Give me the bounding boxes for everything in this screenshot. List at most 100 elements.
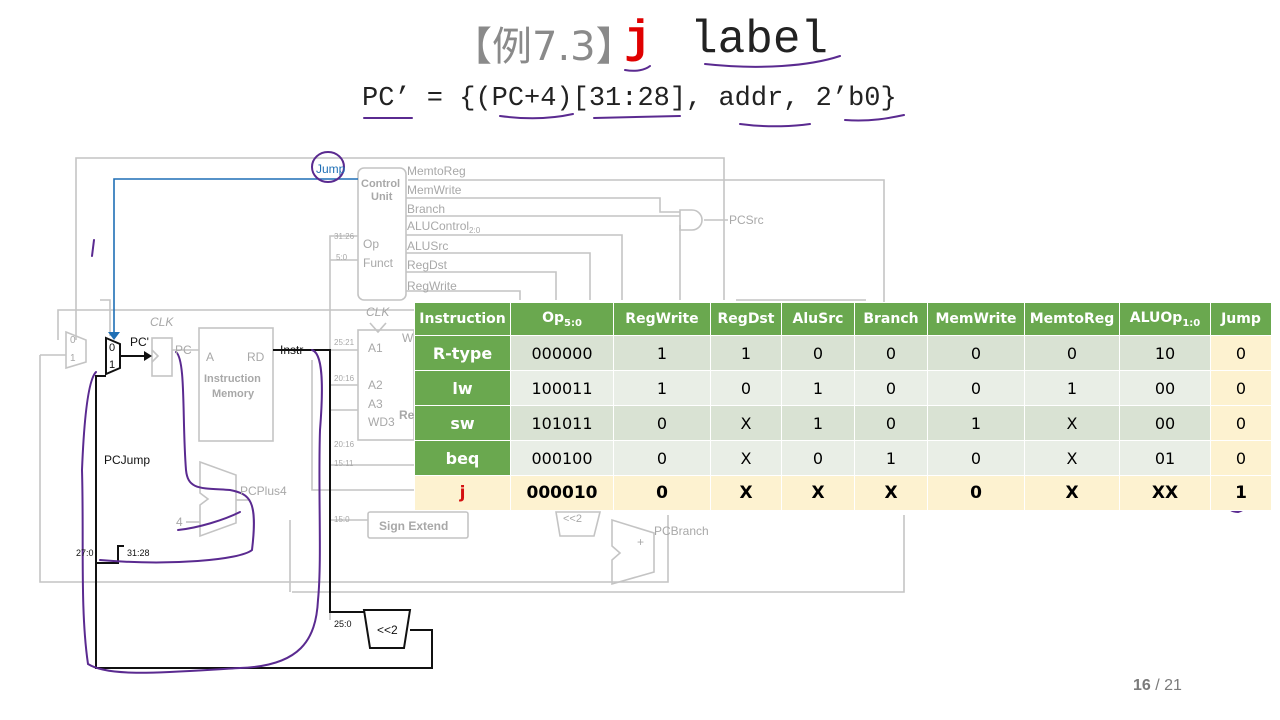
cell: X: [781, 475, 855, 511]
branch-signal-label: Branch: [407, 202, 445, 216]
cell: 0: [781, 440, 855, 476]
col-jump: Jump: [1210, 302, 1272, 336]
cell: j: [414, 475, 511, 511]
cell: 0: [613, 440, 711, 476]
table-header-row: Instruction Op5:0 RegWrite RegDst AluSrc…: [414, 302, 1272, 336]
cell: 01: [1119, 440, 1211, 476]
cell: 0: [927, 475, 1025, 511]
cell: 0: [1210, 335, 1272, 371]
op-port-label: Op: [363, 237, 379, 251]
a1-port-label: A1: [368, 341, 383, 355]
page-number: 16 / 21: [1133, 677, 1182, 694]
branch-adder-plus: +: [637, 535, 644, 549]
col-instruction: Instruction: [414, 302, 511, 336]
cell: X: [1024, 440, 1120, 476]
pc-prime-label: PC': [130, 335, 149, 349]
cell: beq: [414, 440, 511, 476]
cell: 1: [613, 370, 711, 406]
control-unit-label-2: Unit: [371, 191, 393, 203]
pcplus4-label: PCPlus4: [240, 484, 287, 498]
jump-mux-input-1: 1: [109, 359, 115, 371]
cell: 0: [1210, 405, 1272, 441]
cell: XX: [1119, 475, 1211, 511]
cell: 0: [1210, 370, 1272, 406]
cell: 1: [710, 335, 782, 371]
cell: 1: [781, 405, 855, 441]
slide-title: 【例7.3】 j label: [0, 10, 1280, 70]
cell: 1: [927, 405, 1025, 441]
cell: 100011: [510, 370, 614, 406]
bits-31-28-label: 31:28: [127, 548, 150, 558]
alusrc-signal-label: ALUSrc: [407, 239, 448, 253]
bits-15-11-label: 15:11: [334, 459, 354, 468]
jump-signal-label: Jump: [316, 162, 346, 176]
instr-label: Instr: [280, 343, 303, 357]
cell: 0: [927, 440, 1025, 476]
table-row: beq 000100 0 X 0 1 0 X 01 0: [414, 440, 1272, 476]
cell: 1: [781, 370, 855, 406]
cell: 1: [854, 440, 928, 476]
control-unit-label: Control: [361, 178, 400, 190]
a3-port-label: A3: [368, 397, 383, 411]
cell: 1: [1024, 370, 1120, 406]
cell: 0: [927, 370, 1025, 406]
bits-20-16-label: 20:16: [334, 374, 355, 383]
cell: 1: [613, 335, 711, 371]
constant-four-label: 4: [176, 515, 183, 529]
mux-input-1: 1: [70, 353, 76, 364]
cell: X: [710, 440, 782, 476]
cell: 0: [781, 335, 855, 371]
we3-port-label: W: [402, 331, 414, 345]
bits-15-0-label: 15:0: [334, 515, 350, 524]
cell: 1: [1210, 475, 1272, 511]
sign-extend-label: Sign Extend: [379, 519, 448, 533]
bits-31-26-label: 31:26: [334, 232, 355, 241]
col-op: Op5:0: [510, 302, 614, 336]
funct-port-label: Funct: [363, 256, 394, 270]
imem-rd-port: RD: [247, 350, 265, 364]
cell: 0: [854, 335, 928, 371]
cell: 0: [927, 335, 1025, 371]
memtoreg-signal-label: MemtoReg: [407, 164, 466, 178]
table-row-jump: j 000010 0 X X X 0 X XX 1: [414, 475, 1272, 511]
cell: 00: [1119, 370, 1211, 406]
cell: X: [710, 475, 782, 511]
table-row: R-type 000000 1 1 0 0 0 0 10 0: [414, 335, 1272, 371]
cell: 0: [1210, 440, 1272, 476]
pc-formula: PC’ = {(PC+4)[31:28], addr, 2’b0}: [362, 84, 897, 114]
cell: 0: [613, 405, 711, 441]
regfile-label: Re: [399, 408, 415, 422]
cell: sw: [414, 405, 511, 441]
cell: lw: [414, 370, 511, 406]
cell: 000000: [510, 335, 614, 371]
table-row: lw 100011 1 0 1 0 0 1 00 0: [414, 370, 1272, 406]
a2-port-label: A2: [368, 378, 383, 392]
mux-input-0: 0: [70, 335, 76, 346]
control-truth-table: Instruction Op5:0 RegWrite RegDst AluSrc…: [414, 302, 1272, 511]
pcjump-label: PCJump: [104, 453, 150, 467]
instruction-name: j: [624, 14, 652, 66]
table-row: sw 101011 0 X 1 0 1 X 00 0: [414, 405, 1272, 441]
shift-left-2-branch-label: <<2: [563, 513, 582, 525]
jump-mux-input-0: 0: [109, 342, 115, 354]
regdst-signal-label: RegDst: [407, 258, 448, 272]
alucontrol-signal-label: ALUControl2:0: [407, 219, 481, 235]
col-memwrite: MemWrite: [927, 302, 1025, 336]
imem-label: Instruction: [204, 373, 261, 385]
cell: 000010: [510, 475, 614, 511]
clk-label-pc: CLK: [150, 315, 174, 329]
bits-20-16-label-2: 20:16: [334, 440, 355, 449]
col-aluop: ALUOp1:0: [1119, 302, 1211, 336]
col-memtoreg: MemtoReg: [1024, 302, 1120, 336]
cell: 000100: [510, 440, 614, 476]
pcsrc-signal-label: PCSrc: [729, 213, 764, 227]
cell: 0: [710, 370, 782, 406]
col-regwrite: RegWrite: [613, 302, 711, 336]
cell: X: [710, 405, 782, 441]
clk-label-regfile: CLK: [366, 305, 390, 319]
cell: 0: [613, 475, 711, 511]
cell: 0: [854, 370, 928, 406]
shift-left-2-jump-label: <<2: [377, 623, 398, 637]
regwrite-signal-label: RegWrite: [407, 279, 457, 293]
